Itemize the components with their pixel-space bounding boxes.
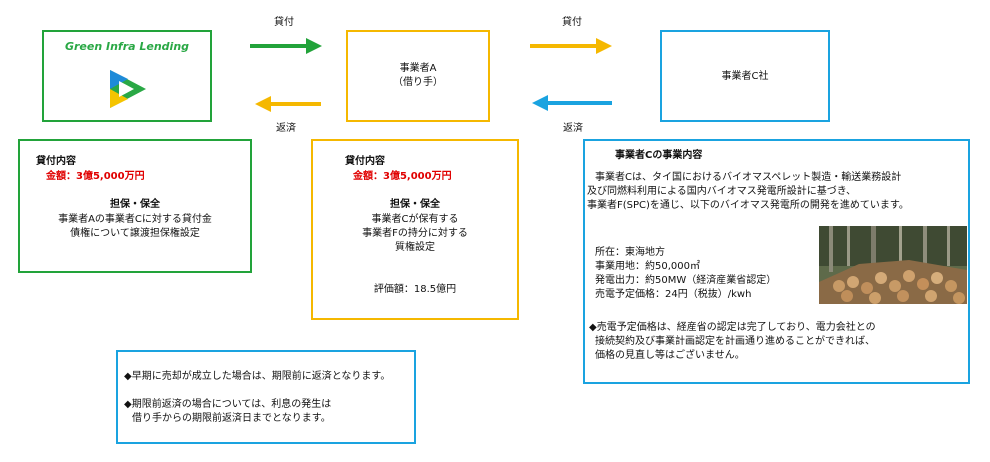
right-price: 売電予定価格：24円（税抜）/kwh [595, 289, 752, 300]
loan-arrow-right [530, 38, 612, 54]
repay-arrow-right [532, 95, 612, 111]
right-desc-line2: 及び同燃料利用による国内バイオマス発電所設計に基づき、 [587, 186, 856, 197]
mid-detail-box: 貸付内容 金額：3億5,000万円 担保・保全 事業者Cが保有する 事業者Fの持… [311, 139, 519, 320]
left-security-line2: 債権について譲渡担保権設定 [70, 228, 200, 239]
company-c-box: 事業者C社 [660, 30, 830, 122]
borrower-name: 事業者A [399, 63, 437, 74]
bottom-note-line2: ◆期限前返済の場合については、利息の発生は [124, 399, 332, 410]
repay-label-left: 返済 [276, 123, 296, 134]
mid-valuation: 評価額：18.5億円 [373, 284, 457, 295]
right-note-line1: ◆売電予定価格は、経産省の認定は完了しており、電力会社との [589, 322, 876, 333]
mid-security-line3: 質権設定 [395, 242, 435, 253]
mid-loan-heading: 貸付内容 [345, 156, 385, 167]
repay-label-right: 返済 [563, 123, 583, 134]
lender-logo-icon [110, 70, 146, 108]
company-c-label: 事業者C社 [721, 71, 769, 82]
bottom-note-box: ◆早期に売却が成立した場合は、期限前に返済となります。 ◆期限前返済の場合につい… [116, 350, 416, 444]
right-desc-line3: 事業者F(SPC)を通じ、以下のバイオマス発電所の開発を進めています。 [587, 200, 909, 211]
lender-box: Green Infra Lending [42, 30, 212, 122]
right-land: 事業用地：約50,000㎡ [595, 261, 700, 272]
borrower-role: （借り手） [393, 77, 443, 88]
right-location: 所在：東海地方 [595, 247, 665, 258]
right-output: 発電出力：約50MW（経済産業省認定） [595, 275, 777, 286]
mid-security-line1: 事業者Cが保有する [371, 214, 459, 225]
left-detail-box: 貸付内容 金額：3億5,000万円 担保・保全 事業者Aの事業者Cに対する貸付金… [18, 139, 252, 273]
loan-label-right: 貸付 [562, 17, 582, 28]
bottom-note-line3: 借り手からの期限前返済日までとなります。 [132, 413, 331, 424]
repay-arrow-left [255, 96, 321, 112]
left-loan-heading: 貸付内容 [36, 156, 76, 167]
left-security-heading: 担保・保全 [110, 199, 160, 210]
left-security-line1: 事業者Aの事業者Cに対する貸付金 [58, 214, 212, 225]
right-desc-line1: 事業者Cは、タイ国におけるバイオマスペレット製造・輸送業務設計 [595, 172, 902, 183]
bottom-note-line1: ◆早期に売却が成立した場合は、期限前に返済となります。 [124, 371, 391, 382]
mid-security-line2: 事業者Fの持分に対する [362, 228, 468, 239]
lender-name: Green Infra Lending [64, 40, 190, 53]
loan-label-left: 貸付 [274, 17, 294, 28]
right-heading: 事業者Cの事業内容 [615, 150, 703, 161]
borrower-box: 事業者A （借り手） [346, 30, 490, 122]
mid-security-heading: 担保・保全 [390, 199, 440, 210]
left-loan-amount: 金額：3億5,000万円 [46, 171, 145, 182]
loan-arrow-left [250, 38, 322, 54]
biomass-log-photo [819, 226, 967, 304]
right-note-line3: 価格の見直し等はございません。 [595, 350, 745, 361]
mid-loan-amount: 金額：3億5,000万円 [353, 171, 452, 182]
right-note-line2: 接続契約及び事業計画認定を計画通り進めることができれば、 [595, 336, 875, 347]
